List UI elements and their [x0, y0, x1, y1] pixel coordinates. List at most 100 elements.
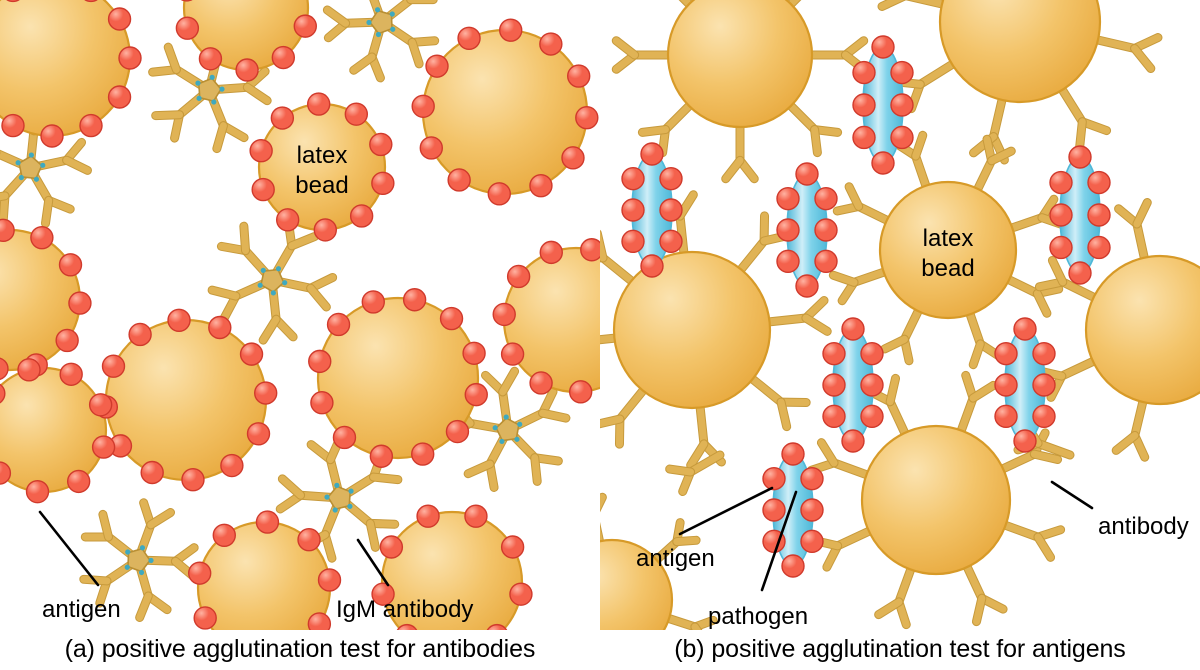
igm-connector — [366, 19, 372, 26]
antigen-dot — [419, 136, 443, 160]
antibody-stem — [1059, 278, 1101, 303]
igm-connector — [196, 95, 202, 101]
igm-connector — [334, 482, 340, 488]
antigen-dot — [890, 60, 914, 85]
antibody-arm — [845, 183, 863, 210]
antibody-stem — [1056, 82, 1086, 126]
antibody-arm — [499, 367, 519, 396]
antibody-stem — [680, 0, 696, 11]
igm-connector — [211, 99, 217, 105]
antigen-dot — [776, 218, 800, 242]
antibody-arm — [1030, 450, 1062, 464]
antibody-stem — [962, 559, 986, 602]
antigen-dot — [6, 0, 20, 3]
antigen-dot — [1013, 429, 1037, 453]
bead-antibody — [611, 36, 677, 74]
antigen-leader — [678, 486, 774, 536]
antibody-arm — [531, 454, 541, 485]
antigen-dot — [402, 288, 427, 312]
antigen-dot — [457, 26, 481, 50]
antigen-dot — [529, 371, 553, 395]
bead-antibody — [660, 612, 718, 630]
antibody-arm — [41, 196, 53, 227]
antibody-stem — [1005, 214, 1046, 233]
bead-body — [0, 366, 108, 494]
antibody-stem — [1090, 35, 1139, 52]
antigen-dot — [776, 249, 800, 274]
antigen-dot — [561, 146, 585, 170]
antibody-arm — [350, 53, 376, 74]
igm-connector — [499, 438, 505, 445]
antibody-arm — [1133, 199, 1151, 228]
bead-antibody — [745, 372, 811, 432]
antigen-dot — [852, 125, 876, 150]
antigen-dot — [781, 442, 805, 466]
antibody-stem — [830, 459, 874, 480]
antigen-dot — [500, 535, 525, 559]
antibody-arm — [600, 415, 624, 428]
antigen-dot — [425, 54, 449, 78]
igm-connector — [40, 162, 46, 168]
antibody-stem — [1131, 394, 1148, 440]
antibody-stem — [1034, 439, 1074, 459]
igm-connector — [219, 86, 225, 92]
antigen-dot — [464, 504, 488, 528]
igm-connector — [148, 557, 154, 564]
bead-antibody — [961, 558, 1008, 627]
antigen-dot — [1068, 261, 1092, 285]
antibody-stem — [661, 99, 696, 134]
bead-antibody — [964, 306, 1004, 370]
antigen-dot — [500, 342, 525, 366]
antigen-dot — [640, 142, 664, 166]
igm-connector — [375, 31, 382, 38]
antibody-arm — [366, 519, 379, 551]
bead-body — [421, 28, 589, 196]
antigen-dot — [860, 373, 884, 397]
igm-connector — [28, 152, 34, 158]
antigen-dot — [506, 264, 531, 289]
antigen-dot — [762, 466, 786, 491]
antibody-arm — [881, 335, 908, 353]
antibody-arm — [988, 147, 1015, 165]
latex-bead — [860, 424, 1012, 576]
latex-bead — [612, 250, 772, 410]
igm-connector — [139, 545, 146, 551]
latex-bead — [938, 0, 1102, 104]
igm-connector — [389, 11, 395, 17]
igm-arm — [133, 555, 172, 623]
antigen-dot — [640, 254, 664, 278]
antigen-dot — [1032, 341, 1056, 366]
antibody-arm — [802, 314, 831, 335]
igm-pentamer — [322, 0, 440, 83]
antibody-stem — [995, 450, 1038, 474]
antigen-dot — [128, 322, 152, 347]
antigen-dot — [1049, 235, 1073, 260]
bead-antibody — [1111, 393, 1150, 462]
antigen-dot — [621, 198, 645, 222]
antigen-dot — [308, 349, 332, 374]
bead-antibody — [600, 383, 650, 449]
antigen-dot — [486, 623, 508, 630]
antigen-dot — [841, 317, 865, 341]
antigen-dot — [30, 225, 54, 250]
antigen-dot — [1032, 404, 1056, 429]
antigen-dot — [17, 358, 41, 382]
antigen-dot — [659, 166, 683, 191]
igm-connector — [209, 74, 215, 80]
antigen-dot — [249, 138, 273, 163]
panel-a-leaders — [38, 510, 390, 587]
antibody-arm — [912, 131, 927, 160]
igm-connector — [270, 290, 276, 296]
antigen-dot — [621, 166, 645, 191]
antigen-dot — [1068, 145, 1092, 169]
bead-label-line2: bead — [295, 172, 348, 199]
antigen-dot — [255, 510, 280, 534]
antibody-stem — [912, 152, 931, 193]
latex-bead — [0, 366, 108, 494]
pathogen-leader — [760, 490, 798, 592]
antibody-stem — [895, 562, 916, 606]
antigen-dot — [91, 435, 116, 459]
antigen-dot — [781, 554, 805, 578]
